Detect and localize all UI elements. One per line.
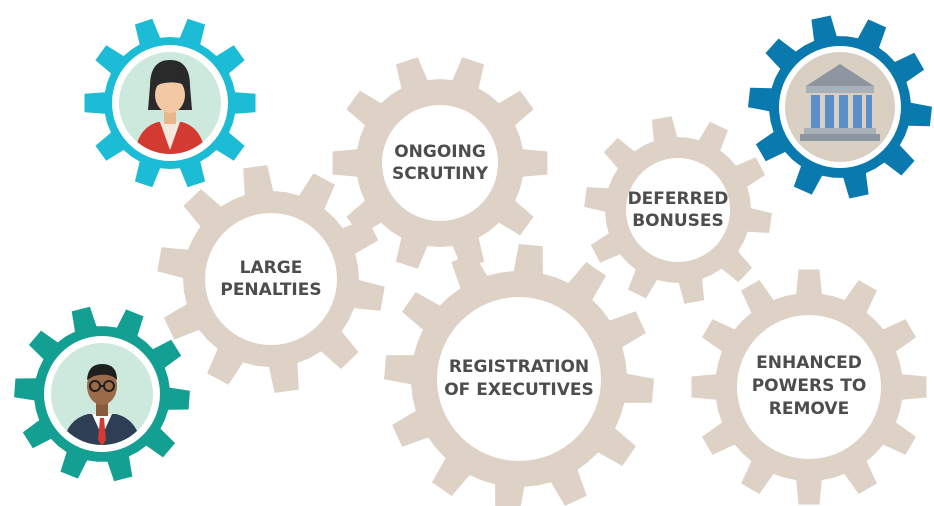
gear-label-bonuses: BONUSES: [632, 211, 724, 231]
gear-label-remove: REMOVE: [769, 399, 849, 419]
gear-businessman: [14, 306, 190, 482]
gear-large-penalties: LARGE PENALTIES: [157, 165, 385, 393]
gear-bank: [748, 15, 932, 199]
bank-building-icon: [800, 64, 880, 141]
gear-label-deferred: DEFERRED: [628, 189, 729, 209]
gear-label-registration: REGISTRATION: [449, 357, 589, 377]
gear-label-of-executives: OF EXECUTIVES: [444, 380, 594, 400]
gear-businesswoman: [84, 18, 256, 188]
gear-deferred-bonuses: DEFERRED BONUSES: [584, 116, 772, 304]
gear-label-enhanced: ENHANCED: [756, 353, 862, 373]
gear-label-powers-to: POWERS TO: [752, 376, 867, 396]
gear-label-large: LARGE: [240, 258, 303, 278]
gear-label-ongoing: ONGOING: [394, 142, 486, 162]
gear-ongoing-scrutiny: ONGOING SCRUTINY: [332, 57, 548, 269]
gear-label-scrutiny: SCRUTINY: [392, 164, 489, 184]
businesswoman-icon: [134, 60, 206, 154]
gear-registration-of-executives: REGISTRATION OF EXECUTIVES: [384, 244, 654, 506]
gear-enhanced-powers: ENHANCED POWERS TO REMOVE: [691, 269, 927, 505]
gear-label-penalties: PENALTIES: [220, 280, 321, 300]
